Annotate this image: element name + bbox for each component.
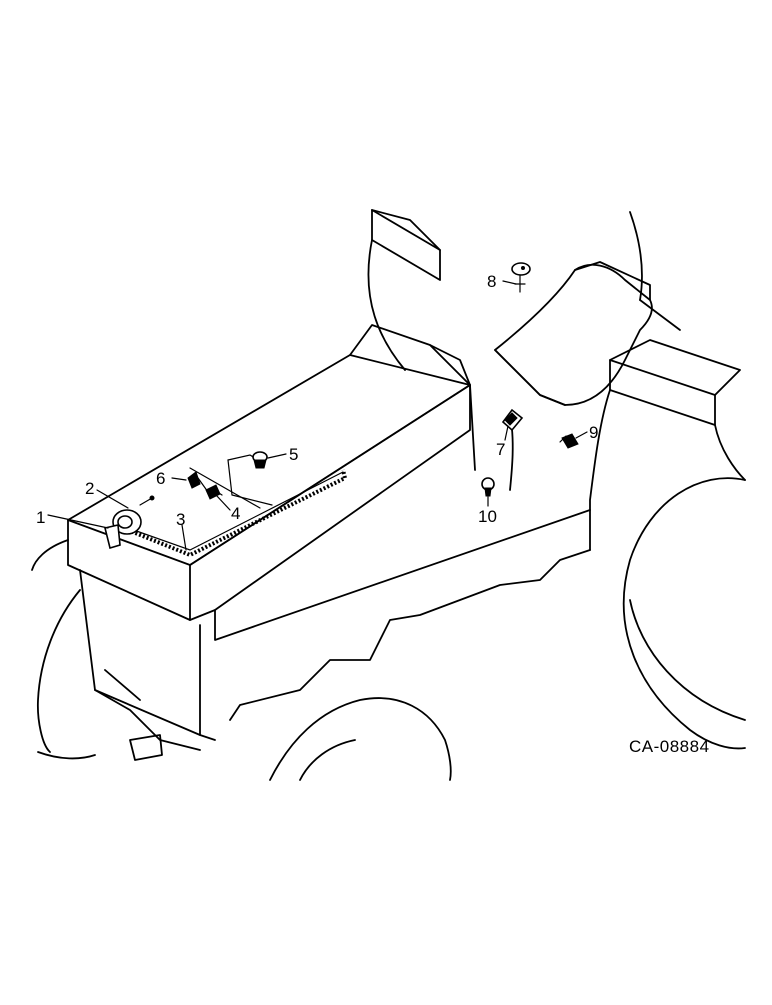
callout-7: 7 <box>496 440 505 459</box>
operator-seat <box>494 261 653 406</box>
figure-reference: CA-08884 <box>629 737 710 756</box>
rear-fender <box>367 209 746 551</box>
callout-10: 10 <box>478 507 497 526</box>
gauge-part-8 <box>511 262 531 293</box>
callout-3: 3 <box>176 510 185 529</box>
leader-lines <box>47 280 588 551</box>
bolt-part <box>139 495 155 506</box>
callout-2: 2 <box>85 479 94 498</box>
switch-part-4 <box>205 484 223 500</box>
switch-part-9 <box>559 433 579 449</box>
callout-9: 9 <box>589 423 598 442</box>
front-tires <box>31 539 452 781</box>
callout-5: 5 <box>289 445 298 464</box>
hood-body <box>67 324 591 761</box>
sender-part-7 <box>501 408 524 432</box>
switch-part-10 <box>481 477 495 497</box>
callout-1: 1 <box>36 508 45 527</box>
horn-part <box>104 509 142 550</box>
switch-part-6 <box>187 471 201 489</box>
callout-6: 6 <box>156 469 165 488</box>
callout-4: 4 <box>231 504 240 523</box>
callout-8: 8 <box>487 272 496 291</box>
rear-tire <box>622 477 746 750</box>
switch-part-5 <box>252 451 268 469</box>
wiring-harness <box>127 454 348 558</box>
